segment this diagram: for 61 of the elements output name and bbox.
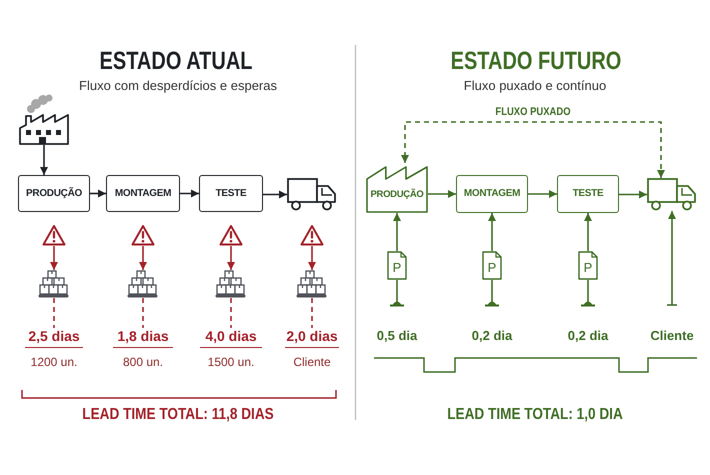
process-box: PRODUÇÃO — [18, 175, 90, 212]
process-box: MONTAGEM — [106, 175, 180, 212]
wait-time: 2,0 dias — [285, 328, 339, 348]
arrow — [90, 190, 106, 198]
kanban-card: P — [578, 251, 598, 280]
arrow — [528, 190, 557, 198]
arrow — [488, 213, 496, 251]
arrow — [667, 211, 677, 306]
inventory-icon — [215, 270, 247, 298]
line — [485, 280, 499, 306]
arrow — [393, 213, 401, 251]
wait-time: 4,0 dias — [200, 328, 262, 348]
factory-box: PRODUÇÃO — [366, 163, 428, 213]
truck-icon — [287, 178, 337, 211]
dashed-arrow — [401, 121, 665, 178]
inventory-icon — [127, 270, 159, 298]
wait-time: 1,8 dias — [113, 328, 173, 348]
kanban-card: P — [482, 251, 502, 280]
lead-time-total: LEAD TIME TOTAL: 11,8 DIAS — [82, 406, 274, 424]
quantity-label: 1500 un. — [208, 355, 254, 369]
arrow — [308, 246, 316, 270]
factory-icon — [18, 94, 70, 145]
warning-icon — [131, 224, 155, 246]
dashed-line — [142, 298, 144, 328]
arrow — [40, 145, 48, 175]
kanban-card: P — [387, 251, 407, 280]
line — [581, 280, 595, 306]
arrow — [139, 246, 147, 270]
warning-icon — [300, 224, 324, 246]
wait-time: 2,5 dias — [25, 328, 83, 348]
lead-time-total: LEAD TIME TOTAL: 1,0 DIA — [447, 406, 623, 424]
dashed-line — [311, 298, 313, 328]
customer-label: Cliente — [293, 355, 331, 369]
truck-icon — [647, 178, 697, 211]
process-box: TESTE — [557, 175, 619, 213]
dashed-line — [230, 298, 232, 328]
arrow — [263, 190, 287, 198]
time-value: 0,2 dia — [568, 329, 608, 344]
warning-icon — [219, 224, 243, 246]
panel-subtitle: Fluxo com desperdícios e esperas — [79, 79, 277, 94]
inventory-icon — [38, 270, 70, 298]
customer-label: Cliente — [650, 329, 694, 344]
arrow — [619, 190, 647, 198]
arrow — [50, 246, 58, 270]
line — [390, 280, 404, 306]
process-box: MONTAGEM — [456, 175, 528, 213]
time-value: 0,2 dia — [472, 329, 512, 344]
arrow — [584, 213, 592, 251]
panel-title: ESTADO ATUAL — [100, 47, 252, 76]
time-value: 0,5 dia — [376, 329, 418, 344]
dashed-line — [53, 298, 55, 328]
arrow — [227, 246, 235, 270]
panel-subtitle: Fluxo puxado e contínuo — [464, 79, 606, 94]
quantity-label: 800 un. — [122, 355, 164, 369]
warning-icon — [42, 224, 66, 246]
panel-title: ESTADO FUTURO — [450, 47, 622, 76]
arrow — [428, 190, 456, 198]
quantity-label: 1200 un. — [30, 355, 78, 369]
arrow — [180, 190, 199, 198]
inventory-icon — [296, 270, 328, 298]
process-box: TESTE — [199, 175, 263, 212]
